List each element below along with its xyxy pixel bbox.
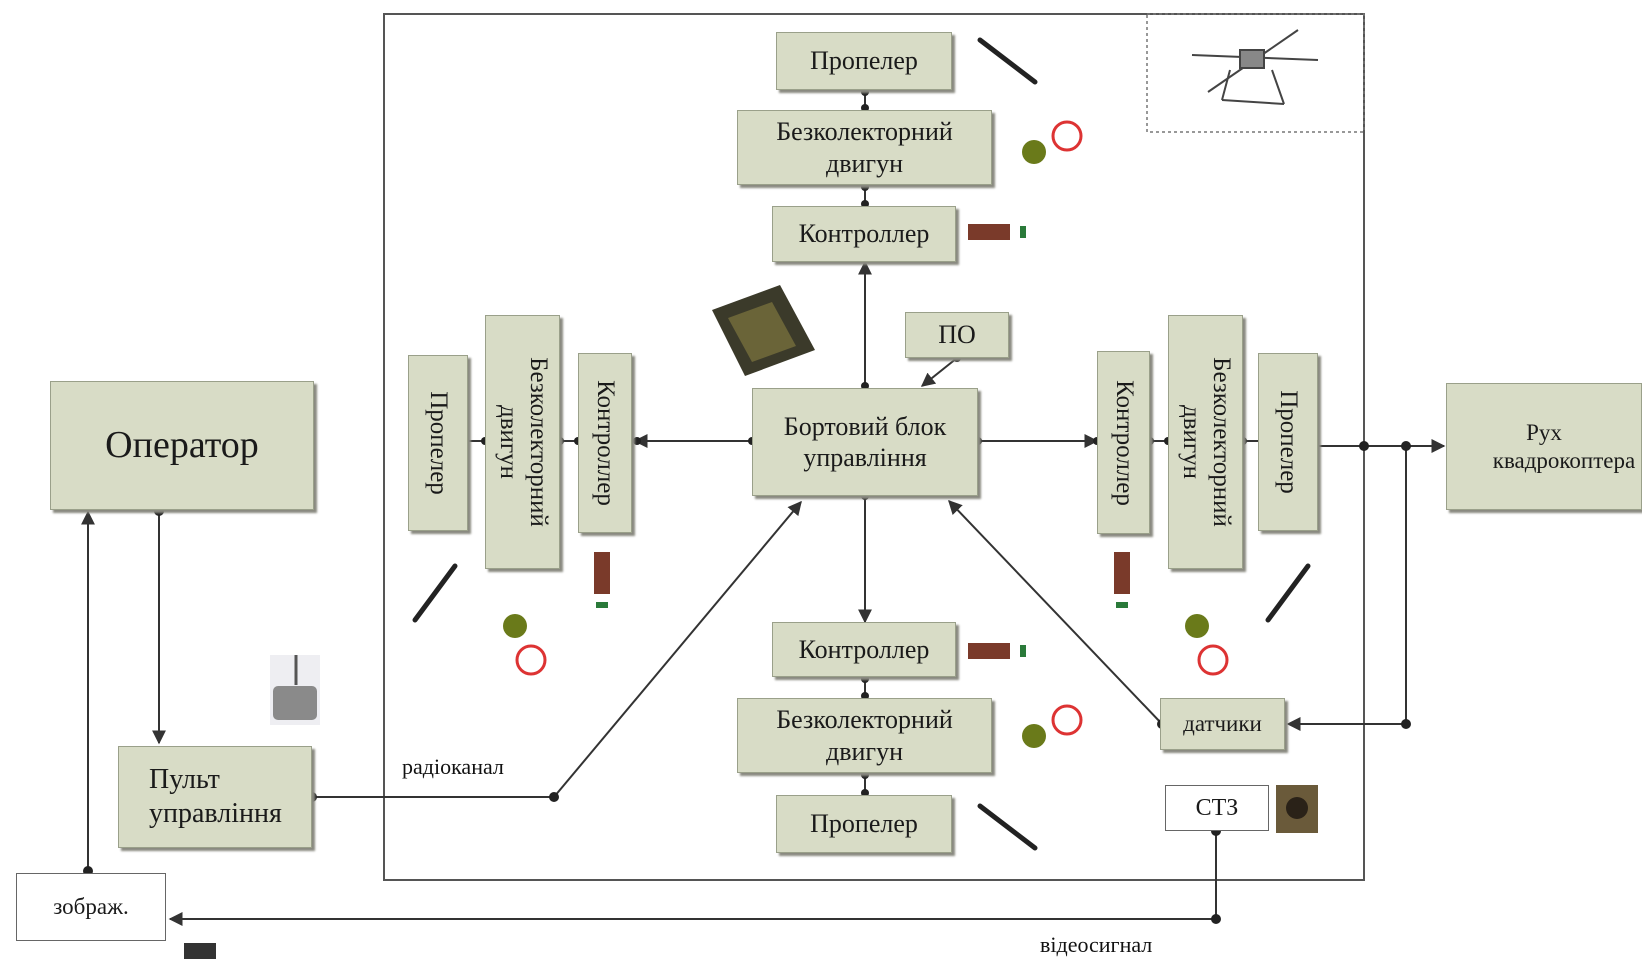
- propeller-top-label: Пропелер: [810, 46, 918, 76]
- remote-line2: управління: [149, 798, 282, 829]
- propeller-left-label: Пропелер: [425, 391, 453, 495]
- dark-mark: [184, 943, 216, 959]
- arrow-radio-to-board: [553, 500, 802, 798]
- propeller-right-label: Пропелер: [1275, 390, 1303, 494]
- motor-right-line1: Безколекторний: [1207, 357, 1235, 527]
- propeller-right-box: Пропелер: [1258, 353, 1318, 531]
- controller-right-box: Контроллер: [1097, 351, 1150, 534]
- controller-left-box: Контроллер: [578, 353, 632, 533]
- controller-bottom-box: Контроллер: [772, 622, 956, 677]
- drone-icon: [1191, 29, 1319, 105]
- controller-left-label: Контроллер: [592, 380, 620, 506]
- movement-line2: квадрокоптера: [1492, 447, 1636, 473]
- sensors-box: датчики: [1160, 698, 1285, 750]
- image-display-label: зображ.: [53, 894, 129, 920]
- drone-photo-frame: [1146, 13, 1365, 133]
- arrow-sensors-to-board: [948, 499, 1163, 725]
- controller-top-box: Контроллер: [772, 206, 956, 262]
- propeller-bottom-label: Пропелер: [810, 809, 918, 839]
- motor-right-box: Безколекторний двигун: [1168, 315, 1243, 569]
- movement-box: Рух квадрокоптера: [1446, 383, 1642, 510]
- operator-box: Оператор: [50, 381, 314, 510]
- remote-line1: Пульт: [149, 764, 220, 796]
- sensors-label: датчики: [1183, 711, 1262, 737]
- arrow-po-to-board: [920, 357, 958, 387]
- motor-right-text: Безколекторний двигун: [1176, 357, 1236, 527]
- motor-left-line2: двигун: [494, 404, 522, 480]
- software-box: ПО: [905, 312, 1009, 358]
- motor-bottom-box: Безколекторний двигун: [737, 698, 992, 773]
- motor-left-text: Безколекторний двигун: [493, 357, 553, 527]
- motor-top-line2: двигун: [826, 148, 903, 178]
- motor-icon: [503, 120, 1229, 748]
- propeller-bottom-box: Пропелер: [776, 795, 952, 853]
- software-label: ПО: [938, 320, 976, 350]
- controller-top-label: Контроллер: [798, 219, 930, 249]
- camera-icon: [1276, 785, 1318, 833]
- motor-left-box: Безколекторний двигун: [485, 315, 560, 569]
- video-signal-label: відеосигнал: [1040, 932, 1153, 957]
- motor-right-line2: двигун: [1177, 404, 1205, 480]
- remote-icon: [270, 655, 320, 725]
- propeller-icon: [412, 37, 1311, 851]
- controller-bottom-label: Контроллер: [798, 634, 930, 664]
- esc-icon: [594, 224, 1130, 659]
- board-box: Бортовий блок управління: [752, 388, 978, 496]
- remote-box: Пульт управління: [118, 746, 312, 848]
- propeller-left-box: Пропелер: [408, 355, 468, 531]
- vision-system-box: СТЗ: [1165, 785, 1269, 831]
- radio-channel-label: радіоканал: [402, 754, 504, 779]
- motor-bottom-line2: двигун: [826, 736, 903, 766]
- flight-board-icon: [712, 285, 815, 376]
- controller-right-label: Контроллер: [1110, 379, 1138, 506]
- operator-label: Оператор: [105, 423, 259, 466]
- motor-top-box: Безколекторний двигун: [737, 110, 992, 185]
- motor-bottom-line1: Безколекторний: [776, 705, 953, 735]
- movement-line1: Рух: [1526, 419, 1562, 445]
- image-display-box: зображ.: [16, 873, 166, 941]
- motor-left-line1: Безколекторний: [524, 357, 552, 527]
- propeller-top-box: Пропелер: [776, 32, 952, 90]
- board-line2: управління: [803, 443, 927, 472]
- motor-top-line1: Безколекторний: [776, 117, 953, 147]
- board-line1: Бортовий блок: [783, 411, 947, 441]
- vision-system-label: СТЗ: [1195, 794, 1239, 821]
